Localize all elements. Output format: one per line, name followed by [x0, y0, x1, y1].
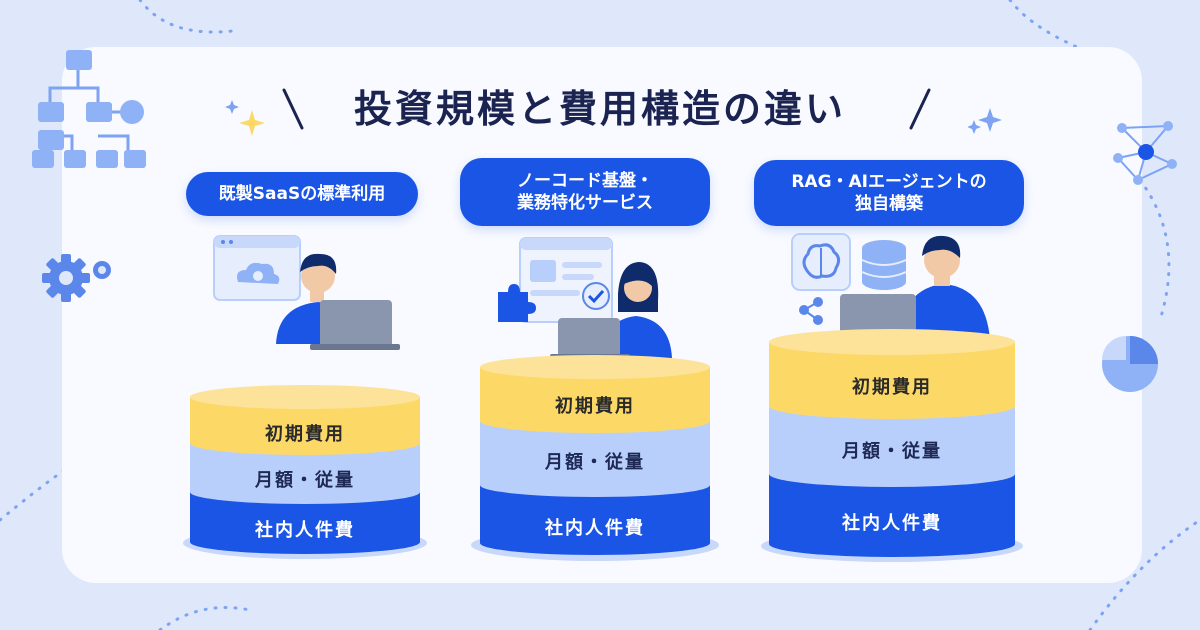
column-3-stack-shape — [761, 329, 1023, 562]
page-title: 投資規模と費用構造の違い — [353, 87, 846, 131]
pie-chart-icon — [1102, 336, 1158, 392]
column-1-initial-cost: 初期費用 — [265, 424, 345, 445]
laptop-icon — [310, 300, 400, 350]
column-2-label: ノーコード基盤・ 業務特化サービス — [460, 158, 710, 226]
column-1-cost-stack: 初期費用 月額・従量 社内人件費 — [182, 375, 428, 565]
column-3-label-line-2: 独自構築 — [855, 194, 923, 214]
column-2-label-line-2: 業務特化サービス — [517, 193, 653, 213]
column-2-stack-shape — [471, 355, 719, 561]
gear-icon — [42, 254, 111, 302]
title-area: 投資規模と費用構造の違い — [0, 78, 1200, 133]
column-2-label-line-1: ノーコード基盤・ — [517, 171, 653, 191]
column-1-illustration — [213, 235, 400, 350]
column-3-monthly-cost: 月額・従量 — [842, 441, 942, 462]
column-1-label-line-1: 既製SaaSの標準利用 — [218, 184, 386, 204]
column-3-cost-stack: 初期費用 月額・従量 社内人件費 — [760, 322, 1024, 566]
column-2-internal-cost: 社内人件費 — [545, 518, 645, 539]
title-slash-right — [909, 88, 931, 130]
column-1-monthly-cost: 月額・従量 — [255, 470, 355, 491]
column-2-initial-cost: 初期費用 — [555, 396, 635, 417]
column-2-illustration — [498, 237, 672, 360]
column-1-label: 既製SaaSの標準利用 — [186, 172, 418, 216]
column-1-internal-cost: 社内人件費 — [255, 520, 355, 541]
sparkle-icon — [968, 108, 1002, 134]
brain-icon — [791, 233, 851, 291]
cloud-settings-icon — [213, 235, 301, 301]
sparkle-icon — [225, 100, 265, 136]
column-2-monthly-cost: 月額・従量 — [545, 452, 645, 473]
check-icon — [582, 282, 610, 310]
column-3-illustration — [791, 233, 990, 340]
puzzle-icon — [498, 284, 536, 322]
share-icon — [799, 297, 823, 325]
title-slash-left — [282, 88, 304, 130]
network-icon — [1113, 121, 1177, 185]
column-3-internal-cost: 社内人件費 — [842, 513, 942, 534]
person-icon — [900, 235, 990, 340]
column-2-cost-stack: 初期費用 月額・従量 社内人件費 — [470, 347, 720, 565]
column-1-stack-shape — [183, 385, 427, 559]
column-3-label-line-1: RAG・AIエージェントの — [791, 172, 987, 192]
database-icon — [861, 240, 907, 290]
column-3-label: RAG・AIエージェントの 独自構築 — [754, 160, 1024, 226]
column-3-initial-cost: 初期費用 — [852, 377, 932, 398]
org-chart-icon — [32, 50, 146, 168]
